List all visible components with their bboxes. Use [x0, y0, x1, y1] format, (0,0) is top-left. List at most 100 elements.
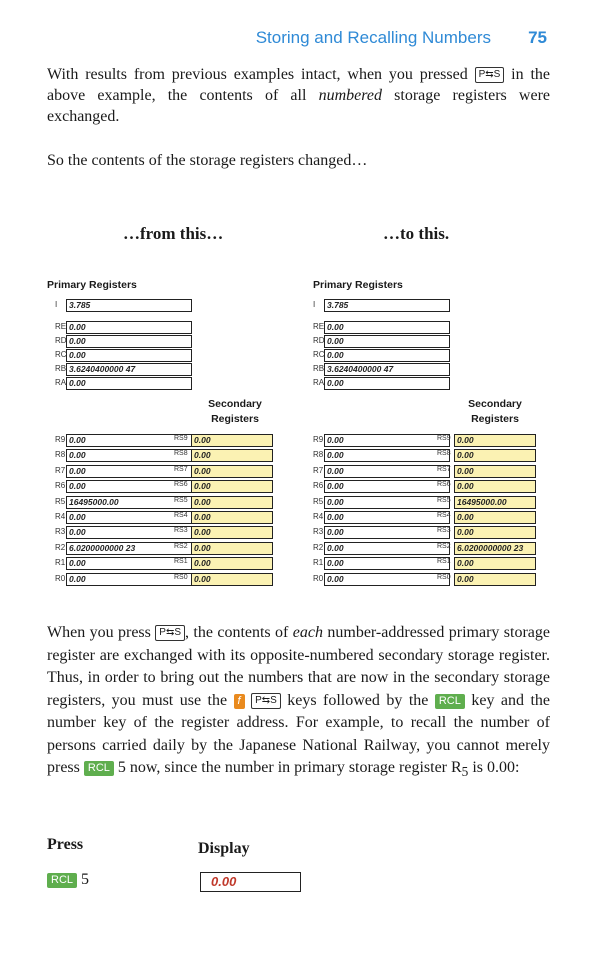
register-value: 0.00: [324, 434, 450, 447]
register-name: RS2: [174, 542, 188, 550]
f-key: f: [233, 693, 245, 709]
register-name: RE: [313, 322, 325, 331]
register-name: RS2: [437, 542, 451, 550]
register-value: 0.00: [66, 572, 192, 586]
register-value: 16495000.00: [454, 495, 536, 509]
register-value: 0.00: [66, 480, 192, 494]
register-value: 0.00: [324, 464, 450, 478]
register-name: R8: [313, 450, 324, 460]
subhead-to: …to this.: [383, 224, 450, 243]
register-name: RE: [55, 322, 67, 331]
register-value: 0.00: [454, 526, 536, 540]
register-value: 0.00: [66, 321, 192, 334]
register-value: 0.00: [324, 321, 450, 334]
register-name: R1: [55, 558, 66, 568]
register-value: 0.00: [191, 434, 273, 447]
register-name: R2: [313, 542, 324, 552]
paragraph-explanation: When you press P⇆S, the contents of each…: [47, 624, 551, 780]
register-name: RA: [55, 378, 67, 387]
register-value: 0.00: [454, 434, 536, 447]
keystroke: RCL 5: [47, 871, 89, 889]
rcl-key: RCL: [47, 873, 78, 888]
register-name: RS1: [174, 558, 188, 566]
register-name: R7: [55, 465, 66, 475]
register-value: 16495000.00: [66, 495, 192, 509]
press-column-label: Press: [47, 836, 84, 853]
register-value: 0.00: [191, 480, 273, 494]
register-value: 0.00: [454, 572, 536, 586]
page-number: 75: [528, 28, 547, 47]
register-value: 0.00: [324, 557, 450, 571]
register-name: I: [313, 300, 316, 309]
register-value: 0.00: [454, 449, 536, 463]
register-name: RS9: [437, 435, 451, 442]
register-name: RS9: [174, 435, 188, 442]
register-name: RD: [55, 336, 67, 345]
register-name: RS4: [437, 512, 451, 519]
register-value: 0.00: [191, 464, 273, 478]
register-name: R6: [55, 481, 66, 491]
p-exchange-s-key: P⇆S: [155, 625, 185, 641]
register-name: I: [55, 300, 58, 309]
register-name: RS1: [437, 558, 451, 566]
register-name: RC: [55, 350, 67, 359]
register-value: 0.00: [66, 335, 192, 348]
register-value: 0.00: [324, 349, 450, 362]
register-value: 0.00: [191, 495, 273, 509]
register-name: RS0: [174, 573, 188, 581]
register-name: RA: [313, 378, 325, 387]
p-exchange-s-key: P⇆S: [251, 692, 281, 709]
register-value: 0.00: [324, 541, 450, 555]
register-value: 0.00: [324, 572, 450, 586]
register-value: 0.00: [191, 449, 273, 463]
rcl-key: RCL: [83, 761, 114, 776]
register-name: RS7: [437, 465, 451, 473]
register-value: 3.785: [324, 299, 450, 312]
register-name: R2: [55, 542, 66, 552]
register-name: R3: [55, 527, 66, 537]
display-column-label: Display: [198, 840, 250, 857]
primary-registers-label: Primary Registers: [47, 279, 137, 291]
register-value: 0.00: [191, 511, 273, 524]
register-name: RB: [313, 364, 325, 373]
register-name: R3: [313, 527, 324, 537]
register-name: R0: [55, 573, 66, 583]
register-name: RS4: [174, 512, 188, 519]
rcl-key: RCL: [434, 693, 465, 709]
register-value: 0.00: [324, 480, 450, 494]
register-name: RC: [313, 350, 325, 359]
register-name: R8: [55, 450, 66, 460]
register-value: 0.00: [454, 557, 536, 571]
register-value: 0.00: [191, 541, 273, 555]
register-value: 0.00: [454, 511, 536, 524]
register-value: 0.00: [324, 526, 450, 540]
register-value: 0.00: [454, 464, 536, 478]
register-name: RS5: [437, 496, 451, 504]
register-name: R5: [55, 496, 66, 506]
register-value: 0.00: [191, 526, 273, 540]
subhead-from: …from this…: [123, 224, 224, 243]
register-name: RD: [313, 336, 325, 345]
register-value: 0.00: [324, 495, 450, 509]
register-value: 0.00: [191, 557, 273, 571]
paragraph-intro: With results from previous examples inta…: [47, 66, 550, 125]
register-value: 0.00: [324, 449, 450, 463]
register-name: RB: [55, 364, 67, 373]
register-name: R9: [55, 435, 66, 444]
register-name: R0: [313, 573, 324, 583]
register-name: RS0: [437, 573, 451, 581]
register-name: R4: [55, 512, 66, 521]
register-value: 0.00: [324, 335, 450, 348]
register-value: 0.00: [66, 377, 192, 390]
register-value: 0.00: [324, 377, 450, 390]
register-name: RS6: [437, 481, 451, 489]
register-value: 6.0200000000 23: [454, 541, 536, 555]
page-header: Storing and Recalling Numbers 75: [0, 28, 593, 50]
register-name: RS3: [174, 527, 188, 535]
register-value: 0.00: [454, 480, 536, 494]
register-name: R5: [313, 496, 324, 506]
register-value: 0.00: [324, 511, 450, 524]
paragraph-change: So the contents of the storage registers…: [47, 152, 368, 169]
